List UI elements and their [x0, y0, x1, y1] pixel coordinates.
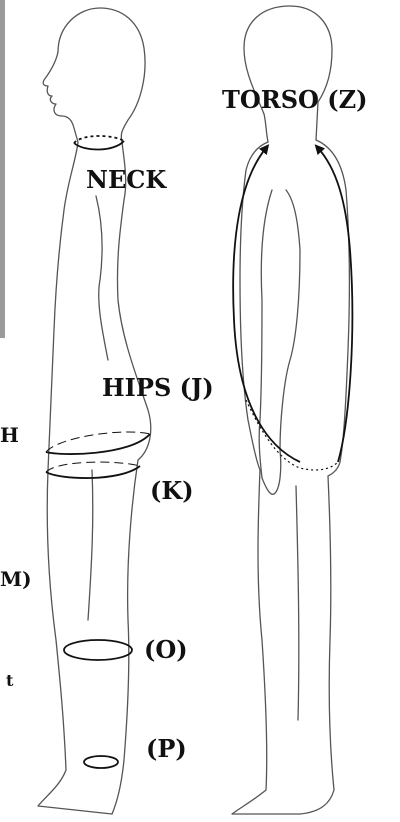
side-back-line [112, 142, 151, 814]
labels: TORSO (Z) NECK HIPS (J) (K) (O) (P) H M)… [0, 85, 368, 763]
side-view-figure [38, 8, 151, 814]
torso-loop-back [233, 148, 300, 462]
ankle-ring [84, 756, 118, 768]
hip-ring-back [46, 432, 150, 452]
left-edge-bar [0, 0, 5, 338]
back-body-right [300, 140, 349, 814]
label-cut-t: t [6, 671, 14, 690]
thigh-ring-back [46, 462, 140, 472]
label-k: (K) [150, 476, 194, 505]
back-inner-leg [296, 486, 299, 720]
label-o: (O) [144, 635, 188, 664]
back-view-figure [232, 6, 349, 814]
side-arm-contour [96, 196, 108, 360]
neck-ring-front [74, 141, 124, 150]
neck-ring-back [74, 136, 124, 143]
side-inner-leg [88, 470, 93, 620]
torso-loop-front [318, 148, 352, 462]
label-hips: HIPS (J) [102, 373, 214, 402]
back-neck-left [264, 114, 268, 142]
label-neck: NECK [86, 165, 167, 194]
label-p: (P) [146, 734, 187, 763]
back-head-outline [244, 6, 332, 140]
label-cut-h: H [0, 423, 19, 447]
side-face-profile [43, 52, 78, 142]
thigh-ring-front [46, 466, 140, 478]
label-torso: TORSO (Z) [222, 85, 368, 114]
label-cut-m: M) [0, 567, 32, 591]
hip-ring-front [46, 434, 150, 454]
torso-loop [233, 148, 352, 470]
back-body-left [232, 142, 300, 814]
calf-ring [64, 640, 132, 660]
